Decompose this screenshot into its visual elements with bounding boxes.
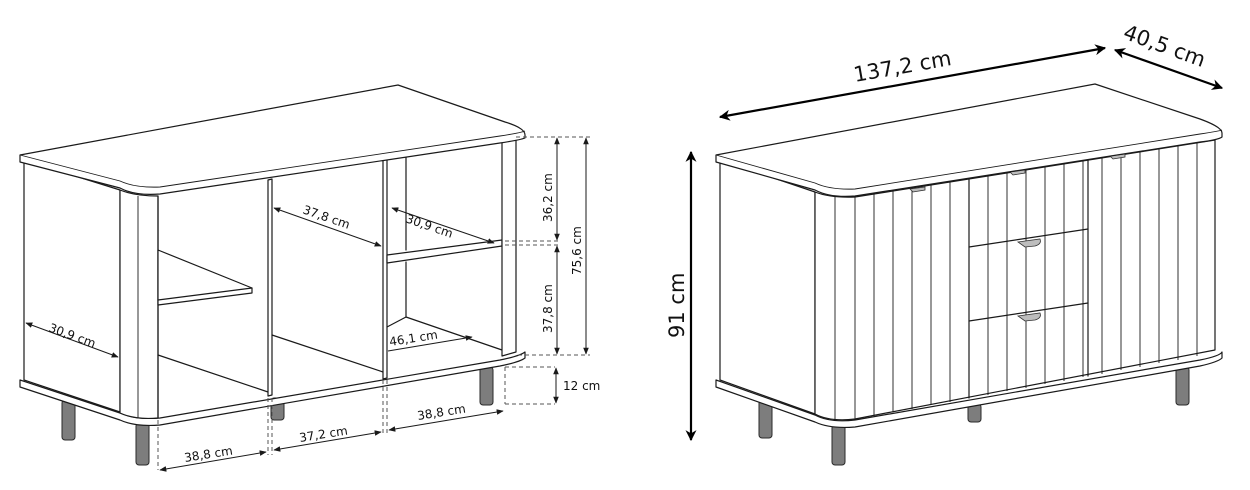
dim-shelf-depth	[391, 207, 495, 244]
label-total-depth: 40,5 cm	[1120, 20, 1208, 72]
left-side-panel	[23, 159, 121, 413]
right-side-stile	[501, 136, 517, 357]
vertical-slats	[834, 143, 1198, 420]
drawer-handle-middle[interactable]	[1016, 238, 1041, 248]
front-left-stile	[119, 189, 159, 420]
leg-front-left	[831, 424, 846, 466]
drawer-divider-1	[968, 228, 1089, 248]
dim-width-left	[159, 450, 267, 472]
dim-side-depth	[25, 322, 119, 358]
label-bottom-depth: 46,1 cm	[388, 327, 438, 348]
front-panel	[814, 139, 1216, 421]
door-handle-left[interactable]	[909, 186, 926, 193]
label-inner-height: 75,6 cm	[570, 226, 584, 275]
divider-right	[382, 156, 388, 380]
right-shelf	[386, 239, 503, 264]
dim-bottom-depth	[387, 335, 473, 352]
dim-total-width	[718, 44, 1107, 121]
leg-front-left	[135, 422, 150, 466]
drawer-divider-2	[968, 302, 1089, 322]
label-leg-height: 12 cm	[563, 379, 600, 393]
top-panel	[19, 84, 526, 195]
dim-width-middle	[273, 430, 382, 452]
label-lower-height: 37,8 cm	[541, 284, 555, 333]
dim-total-depth	[1113, 48, 1224, 90]
leg-back-right	[479, 366, 494, 406]
dim-middle-depth	[273, 207, 382, 247]
divider-left	[267, 178, 273, 397]
label-total-width: 137,2 cm	[852, 46, 953, 87]
leg-back-left	[61, 399, 76, 441]
interior-cabinet-drawing: 30,9 cm 37,8 cm 30,9 cm 46,1 cm 36,2 cm …	[19, 84, 600, 472]
label-width-right: 38,8 cm	[416, 401, 466, 422]
label-total-height: 91 cm	[665, 273, 689, 338]
bottom-panel	[715, 351, 1223, 429]
drawer-handle-bottom[interactable]	[1016, 312, 1041, 322]
leg-back-right	[1175, 366, 1190, 406]
left-shelf	[157, 249, 253, 306]
label-upper-height: 36,2 cm	[541, 173, 555, 222]
left-side-panel	[719, 159, 816, 415]
label-middle-depth: 37,8 cm	[301, 203, 352, 232]
dim-width-right	[388, 409, 504, 432]
exterior-cabinet-drawing: 137,2 cm 40,5 cm 91 cm	[665, 20, 1224, 466]
label-shelf-depth: 30,9 cm	[404, 212, 455, 241]
